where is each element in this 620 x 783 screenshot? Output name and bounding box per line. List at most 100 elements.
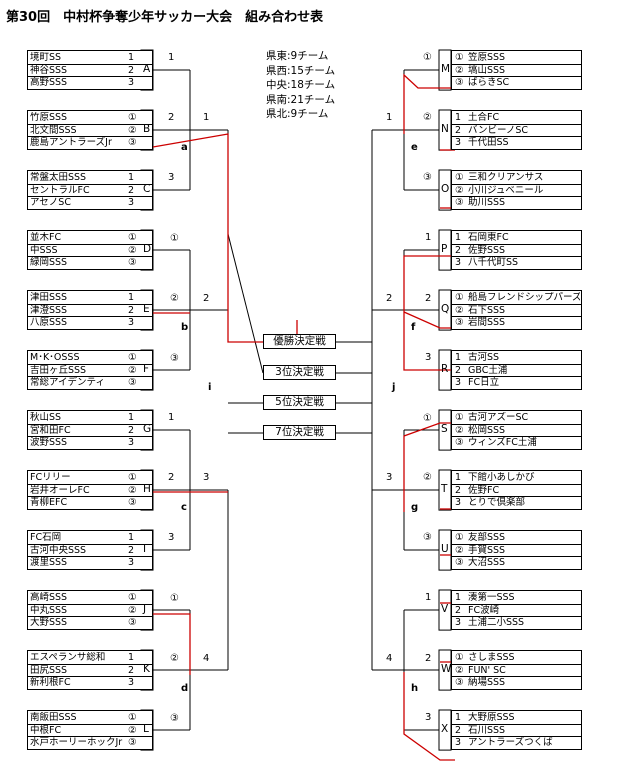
team-seed: ③ (128, 737, 137, 749)
row-divider (452, 76, 581, 78)
row-divider (28, 736, 152, 738)
row-divider (28, 183, 152, 185)
team-name: 土合FC (468, 112, 500, 123)
row-divider (28, 663, 152, 665)
group-letter: X (441, 723, 449, 736)
team-name: FC石岡 (30, 532, 62, 543)
team-seed: ① (128, 112, 137, 123)
team-seed: ② (455, 424, 464, 436)
team-seed: 1 (128, 532, 135, 543)
team-name: 大野SSS (30, 617, 68, 629)
round-number: ① (170, 593, 179, 604)
team-seed: ③ (128, 137, 137, 149)
group-letter: H (143, 483, 151, 496)
link-letter: f (411, 322, 416, 333)
row-divider (452, 436, 581, 438)
row-divider (452, 543, 581, 545)
team-row: エスペランサ総和 1 (28, 652, 152, 663)
team-seed: 2 (455, 124, 462, 136)
link-letter: g (411, 502, 419, 513)
round-number: ② (170, 293, 179, 304)
team-row: 鹿島アントラーズJr ③ (28, 137, 152, 148)
team-seed: 1 (128, 652, 135, 663)
team-name: M･K･OSSS (30, 352, 80, 363)
team-seed: 1 (455, 352, 462, 363)
team-name: 友部SSS (468, 532, 506, 543)
round-number: 1 (425, 232, 432, 243)
row-divider (28, 723, 152, 725)
row-divider (452, 63, 581, 65)
row-divider (28, 616, 152, 618)
team-seed: ② (455, 64, 464, 76)
team-seed: ② (128, 604, 137, 616)
stat-line: 県東:9チーム (266, 50, 329, 62)
bracket-connector (403, 672, 455, 761)
row-divider (452, 676, 581, 678)
team-name: FCリリー (30, 472, 71, 483)
row-divider (28, 243, 152, 245)
row-divider (452, 123, 581, 125)
team-name: 鹿島アントラーズJr (30, 137, 112, 149)
team-name: 高野SSS (30, 77, 68, 89)
row-divider (452, 723, 581, 725)
team-name: とりで倶楽部 (468, 497, 526, 509)
team-name: FUN' SC (468, 664, 506, 676)
round-number: ② (423, 112, 432, 123)
group-letter: A (143, 63, 151, 76)
round-number: ③ (170, 353, 179, 364)
team-name: 田尻SSS (30, 664, 68, 676)
team-seed: 3 (455, 737, 462, 749)
team-name: エスペランサ総和 (30, 652, 106, 663)
team-seed: ① (128, 232, 137, 243)
row-divider (28, 136, 152, 138)
team-seed: ③ (128, 497, 137, 509)
row-divider (452, 363, 581, 365)
team-seed: ③ (455, 317, 464, 329)
team-seed: 1 (455, 712, 462, 723)
team-name: 青柳EFC (30, 497, 68, 509)
team-seed: 3 (128, 437, 135, 449)
link-letter: i (208, 382, 212, 393)
team-row: 高野SSS 3 (28, 77, 152, 88)
team-seed: 3 (128, 77, 135, 89)
row-divider (452, 423, 581, 425)
group-letter: R (441, 363, 449, 376)
round-number: 2 (168, 472, 175, 483)
bracket-connector (403, 73, 455, 134)
row-divider (452, 556, 581, 558)
team-seed: ② (128, 724, 137, 736)
group-letter: C (143, 183, 151, 196)
group-letter: U (441, 543, 449, 556)
row-divider (452, 483, 581, 485)
round-number: 1 (425, 592, 432, 603)
team-seed: 3 (128, 677, 135, 689)
team-name: ウィンズFC土浦 (468, 437, 537, 449)
